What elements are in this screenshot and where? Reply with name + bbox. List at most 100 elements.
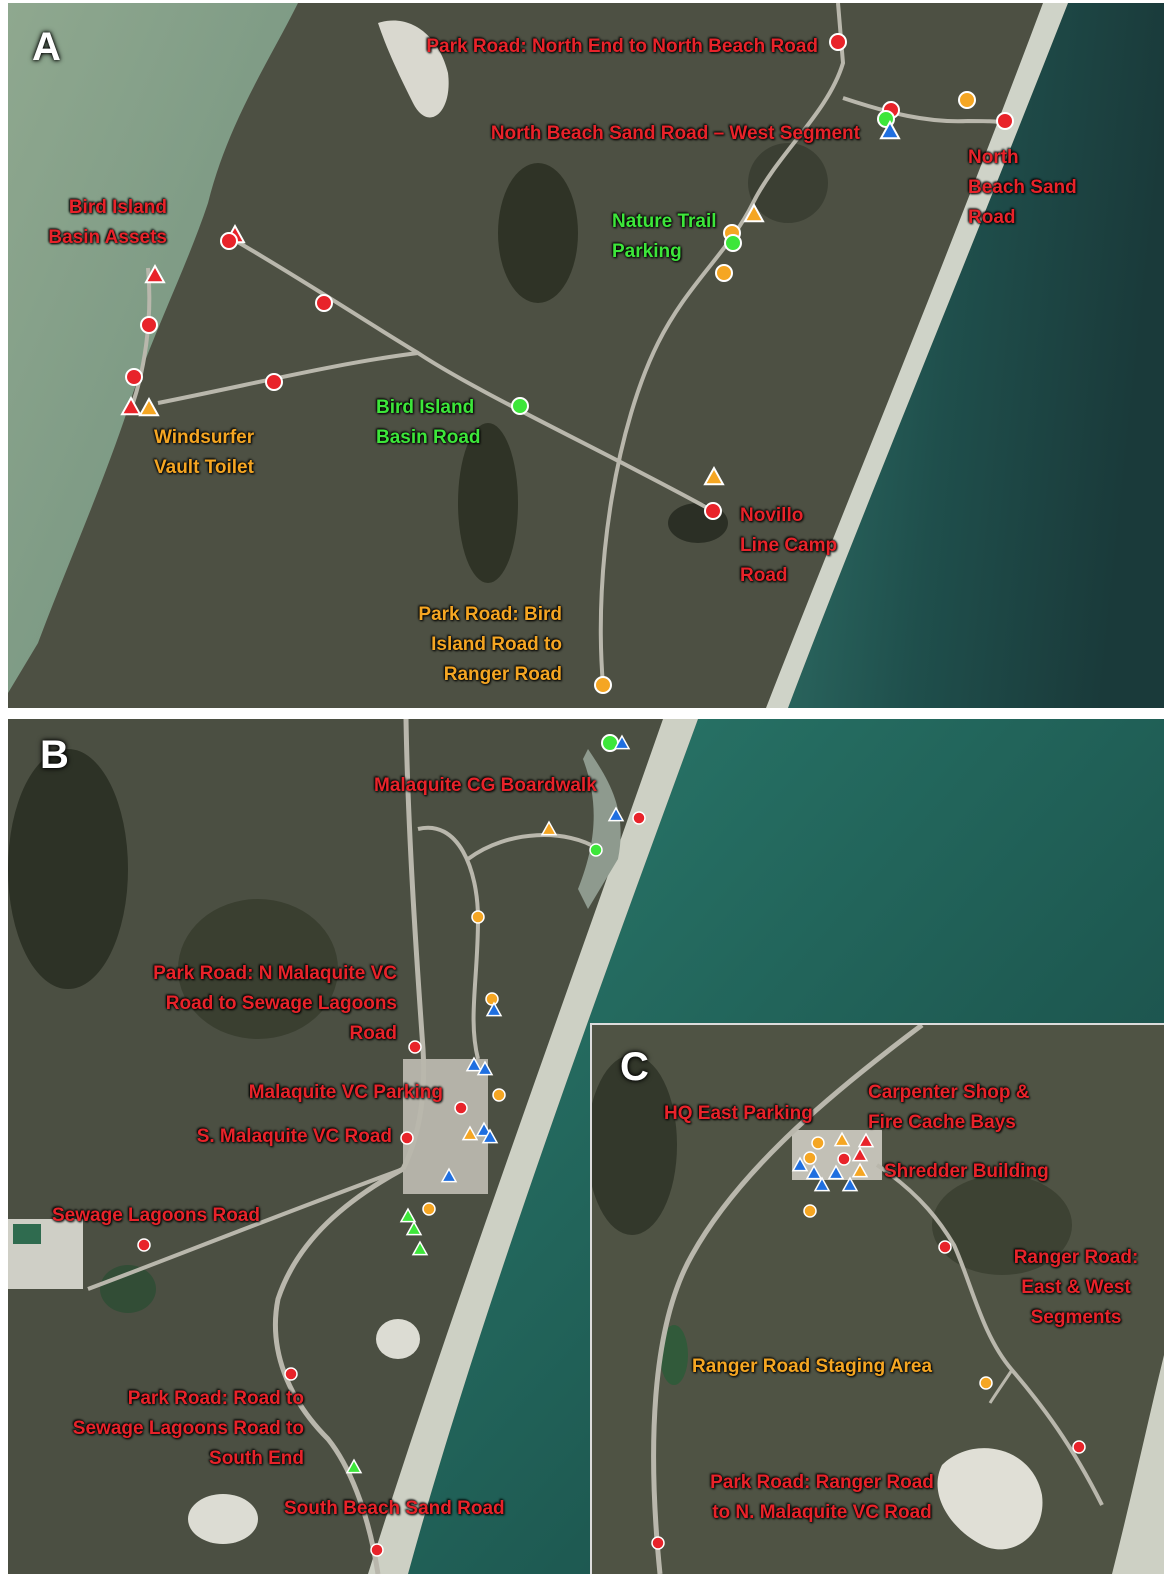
- red-triangle-marker[interactable]: [120, 395, 142, 416]
- orange-triangle-marker[interactable]: [743, 202, 765, 223]
- green-circle-marker[interactable]: [511, 397, 529, 415]
- road: [131, 267, 152, 404]
- road: [466, 833, 600, 861]
- orange-triangle-marker[interactable]: [461, 1125, 479, 1141]
- pond: [660, 1325, 688, 1385]
- orange-circle-marker[interactable]: [594, 676, 612, 694]
- red-circle-marker[interactable]: [370, 1543, 384, 1557]
- dune: [378, 20, 449, 118]
- beach: [766, 3, 1068, 708]
- road: [842, 96, 1006, 125]
- road: [598, 3, 846, 686]
- red-circle-marker[interactable]: [140, 316, 158, 334]
- panel-c: C HQ East Parking Carpenter Shop &Fire C…: [590, 1023, 1164, 1574]
- blue-triangle-marker[interactable]: [613, 734, 631, 750]
- red-circle-marker[interactable]: [829, 33, 847, 51]
- blue-triangle-marker[interactable]: [440, 1167, 458, 1183]
- vegetation: [458, 423, 518, 583]
- red-circle-marker[interactable]: [137, 1238, 151, 1252]
- red-circle-marker[interactable]: [315, 294, 333, 312]
- bay-water: [8, 3, 298, 693]
- orange-triangle-marker[interactable]: [138, 396, 160, 417]
- blue-triangle-marker[interactable]: [476, 1060, 494, 1076]
- panel-a: A Park Road: North End to North Beach Ro…: [8, 3, 1164, 708]
- label-s-malaquite-vc-road: S. Malaquite VC Road: [196, 1126, 392, 1147]
- red-circle-marker[interactable]: [125, 368, 143, 386]
- red-circle-marker[interactable]: [704, 502, 722, 520]
- orange-circle-marker[interactable]: [803, 1151, 817, 1165]
- vegetation: [178, 899, 338, 1039]
- orange-circle-marker[interactable]: [958, 91, 976, 109]
- red-circle-marker[interactable]: [220, 232, 238, 250]
- blue-triangle-marker[interactable]: [841, 1176, 859, 1192]
- panel-c-letter: C: [620, 1045, 649, 1089]
- red-triangle-marker[interactable]: [857, 1132, 875, 1148]
- orange-circle-marker[interactable]: [811, 1136, 825, 1150]
- panel-a-letter: A: [32, 25, 61, 69]
- red-triangle-marker[interactable]: [144, 263, 166, 284]
- label-malaquite-vc-parking: Malaquite VC Parking: [248, 1082, 443, 1103]
- red-circle-marker[interactable]: [284, 1367, 298, 1381]
- green-triangle-marker[interactable]: [399, 1207, 417, 1223]
- blue-triangle-marker[interactable]: [879, 119, 901, 140]
- panel-b: B Malaquite CG Boardwalk Park Road: N Ma…: [8, 719, 1164, 1574]
- red-circle-marker[interactable]: [996, 112, 1014, 130]
- blue-triangle-marker[interactable]: [791, 1156, 809, 1172]
- label-shredder-building: Shredder Building: [884, 1161, 1049, 1182]
- red-circle-marker[interactable]: [632, 811, 646, 825]
- blue-triangle-marker[interactable]: [805, 1164, 823, 1180]
- red-circle-marker[interactable]: [265, 373, 283, 391]
- green-triangle-marker[interactable]: [345, 1458, 363, 1474]
- road: [651, 1025, 924, 1574]
- red-circle-marker[interactable]: [454, 1101, 468, 1115]
- blue-triangle-marker[interactable]: [481, 1128, 499, 1144]
- vegetation: [592, 1055, 677, 1235]
- red-circle-marker[interactable]: [408, 1040, 422, 1054]
- vegetation: [748, 143, 828, 223]
- orange-triangle-marker[interactable]: [540, 820, 558, 836]
- blue-triangle-marker[interactable]: [475, 1121, 493, 1137]
- blue-triangle-marker[interactable]: [607, 806, 625, 822]
- dune: [937, 1448, 1043, 1550]
- road: [272, 1166, 405, 1574]
- vegetation: [8, 749, 128, 989]
- orange-circle-marker[interactable]: [422, 1202, 436, 1216]
- sea: [788, 3, 1164, 708]
- blue-triangle-marker[interactable]: [827, 1164, 845, 1180]
- label-north-beach-west-segment: North Beach Sand Road – West Segment: [490, 123, 860, 144]
- red-circle-marker[interactable]: [837, 1152, 851, 1166]
- orange-circle-marker[interactable]: [803, 1204, 817, 1218]
- orange-circle-marker[interactable]: [492, 1088, 506, 1102]
- blue-triangle-marker[interactable]: [813, 1176, 831, 1192]
- green-triangle-marker[interactable]: [405, 1220, 423, 1236]
- dune: [188, 1494, 258, 1544]
- green-circle-marker[interactable]: [589, 843, 603, 857]
- orange-circle-marker[interactable]: [715, 264, 733, 282]
- green-triangle-marker[interactable]: [411, 1240, 429, 1256]
- road: [988, 1369, 1014, 1404]
- blue-triangle-marker[interactable]: [485, 1001, 503, 1017]
- red-circle-marker[interactable]: [1072, 1440, 1086, 1454]
- green-circle-marker[interactable]: [724, 234, 742, 252]
- orange-triangle-marker[interactable]: [851, 1162, 869, 1178]
- red-triangle-marker[interactable]: [851, 1146, 869, 1162]
- orange-triangle-marker[interactable]: [703, 465, 725, 486]
- orange-circle-marker[interactable]: [485, 992, 499, 1006]
- red-circle-marker[interactable]: [651, 1536, 665, 1550]
- orange-circle-marker[interactable]: [979, 1376, 993, 1390]
- dune: [376, 1319, 420, 1359]
- blue-triangle-marker[interactable]: [465, 1056, 483, 1072]
- orange-circle-marker[interactable]: [471, 910, 485, 924]
- red-circle-marker[interactable]: [938, 1240, 952, 1254]
- vegetation: [498, 163, 578, 303]
- red-circle-marker[interactable]: [400, 1131, 414, 1145]
- orange-triangle-marker[interactable]: [833, 1131, 851, 1147]
- road: [875, 1163, 1104, 1506]
